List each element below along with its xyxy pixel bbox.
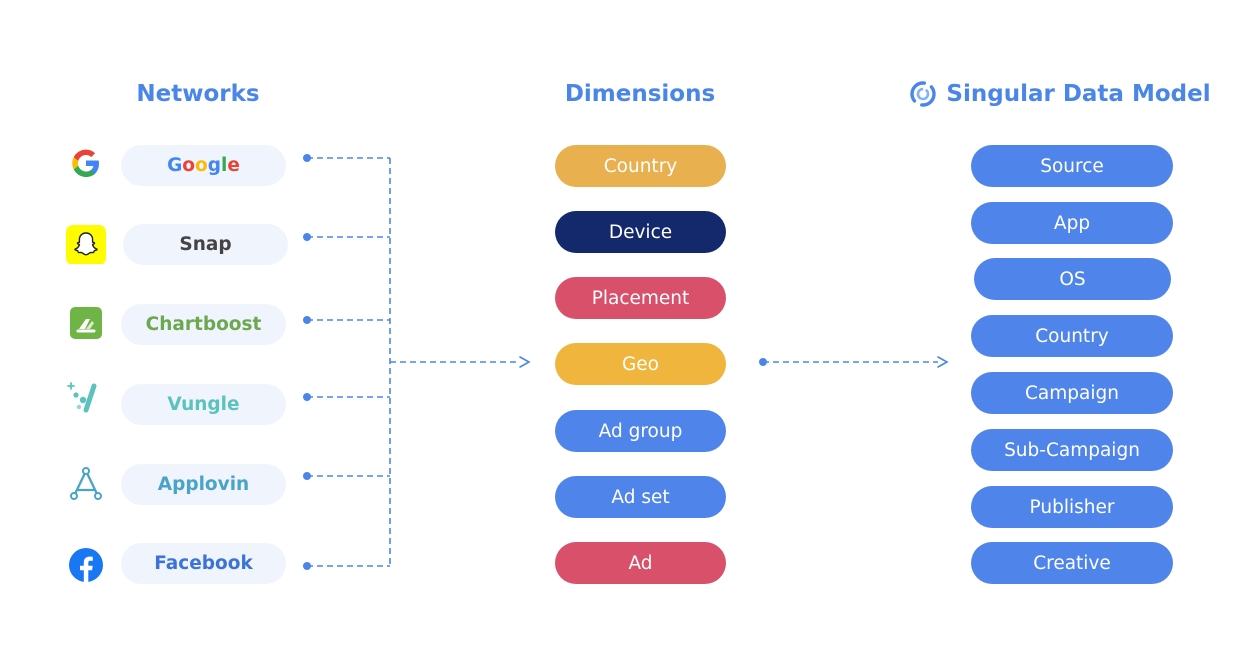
dimension-placement: Placement	[555, 277, 726, 319]
model-field-os: OS	[974, 258, 1171, 300]
dimensions-title: Dimensions	[564, 81, 716, 107]
chartboost-icon	[70, 307, 102, 339]
connector-dot	[303, 233, 311, 241]
arrow-head-model	[937, 356, 949, 368]
model-field-creative: Creative	[971, 542, 1173, 584]
google-wordmark: Google	[167, 155, 240, 176]
singular-data-model-title: Singular Data Model	[905, 78, 1215, 110]
dimension-device: Device	[555, 211, 726, 253]
network-label: Snap	[179, 234, 232, 255]
networks-title: Networks	[136, 81, 260, 107]
model-field-campaign: Campaign	[971, 372, 1173, 414]
model-field-source: Source	[971, 145, 1173, 187]
network-vungle: Vungle	[121, 384, 286, 425]
connector-dot	[303, 154, 311, 162]
connector-dot	[303, 393, 311, 401]
model-field-app: App	[971, 202, 1173, 244]
vungle-icon	[67, 382, 97, 413]
network-chartboost: Chartboost	[121, 304, 286, 345]
network-label: Chartboost	[145, 314, 262, 335]
singular-logo-icon	[910, 81, 937, 107]
model-field-country: Country	[971, 315, 1173, 357]
network-snap: Snap	[123, 224, 288, 265]
network-applovin: Applovin	[121, 464, 286, 505]
dimension-ad: Ad	[555, 542, 726, 584]
network-google: Google	[121, 145, 286, 186]
dimension-ad-set: Ad set	[555, 476, 726, 518]
applovin-icon	[70, 467, 102, 500]
connector-dot	[759, 358, 767, 366]
network-label: Facebook	[154, 553, 253, 574]
network-facebook: Facebook	[121, 543, 286, 584]
facebook-icon	[69, 548, 103, 582]
connector-dot	[303, 316, 311, 324]
google-icon	[72, 149, 99, 177]
model-field-publisher: Publisher	[971, 486, 1173, 528]
network-label: Vungle	[167, 394, 240, 415]
singular-data-model-label: Singular Data Model	[946, 81, 1211, 107]
model-field-sub-campaign: Sub-Campaign	[971, 429, 1173, 471]
connector-dot	[303, 562, 311, 570]
dimension-country: Country	[555, 145, 726, 187]
snapchat-icon	[66, 225, 106, 264]
dimension-ad-group: Ad group	[555, 410, 726, 452]
dimension-geo: Geo	[555, 343, 726, 385]
network-label: Applovin	[157, 474, 250, 495]
arrow-head-dimensions	[519, 356, 531, 368]
connector-dot	[303, 472, 311, 480]
